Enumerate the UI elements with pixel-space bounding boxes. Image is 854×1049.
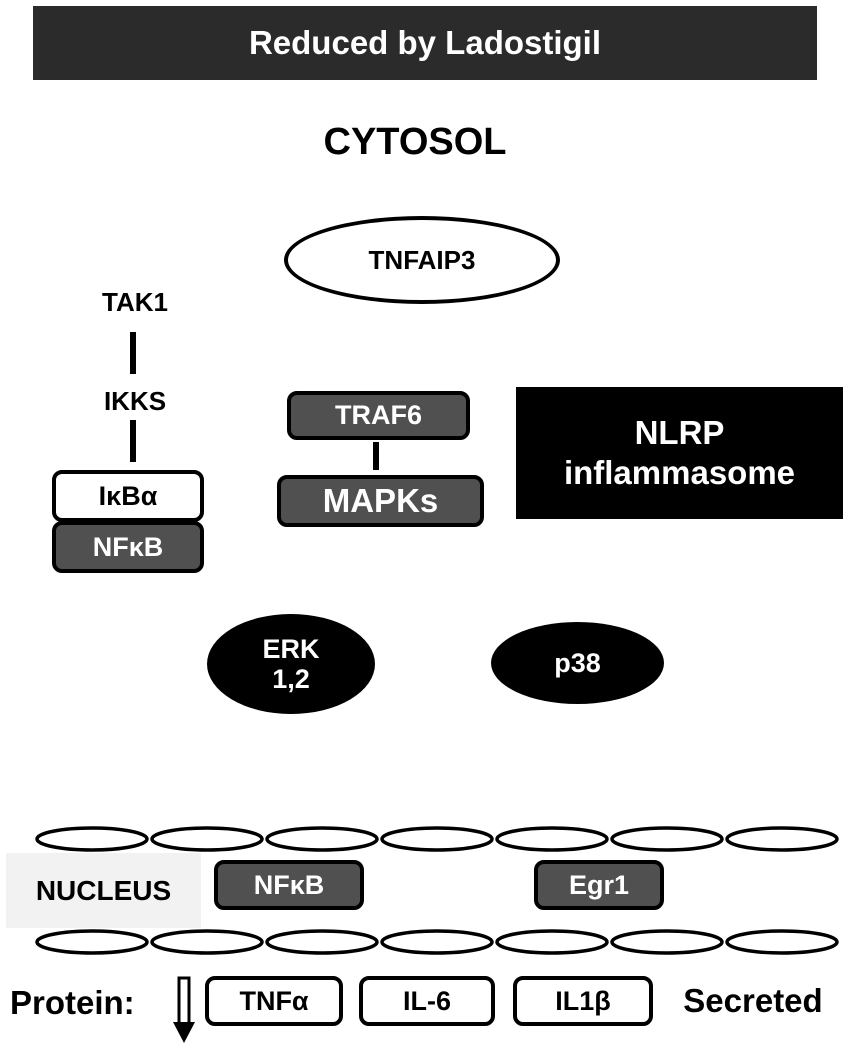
- nfkb-nucleus-label: NFκB: [253, 869, 325, 900]
- ikba-label: IκBα: [98, 480, 158, 511]
- traf6-box: TRAF6: [287, 391, 470, 440]
- nlrp-label-line2: inflammasome: [563, 454, 796, 491]
- down-arrow-icon: [173, 976, 195, 1043]
- protein-label: Protein:: [10, 984, 135, 1021]
- egr1-box: Egr1: [534, 860, 664, 910]
- erk-label-line1: ERK: [262, 634, 320, 664]
- nfkb-cytosol-label: NFκB: [92, 531, 164, 562]
- nucleus-label: NUCLEUS: [35, 874, 172, 906]
- traf6-mapks-connector: [373, 442, 379, 470]
- nfkb-cytosol-box: NFκB: [52, 521, 204, 573]
- title-banner: Reduced by Ladostigil: [33, 6, 817, 80]
- nucleus-label-area: NUCLEUS: [6, 853, 201, 928]
- cytosol-heading: CYTOSOL: [323, 120, 507, 163]
- ikba-box: IκBα: [52, 470, 204, 522]
- erk-label-line2: 1,2: [272, 664, 310, 694]
- secreted-label: Secreted: [683, 982, 823, 1019]
- mapks-label: MAPKs: [322, 482, 439, 519]
- tnfa-box: TNFα: [205, 976, 343, 1026]
- erk-node: ERK 1,2: [207, 614, 375, 714]
- banner-title: Reduced by Ladostigil: [248, 24, 602, 61]
- nlrp-inflammasome-box: NLRP inflammasome: [516, 387, 843, 519]
- mapks-box: MAPKs: [277, 475, 484, 527]
- il1b-box: IL1β: [513, 976, 653, 1026]
- egr1-label: Egr1: [568, 869, 630, 900]
- tnfa-label: TNFα: [239, 985, 309, 1016]
- nlrp-label-line1: NLRP: [634, 414, 725, 451]
- il1b-label: IL1β: [555, 985, 611, 1016]
- tak1-ikks-connector: [130, 332, 136, 374]
- il6-box: IL-6: [359, 976, 495, 1026]
- nuclear-membrane-top: [35, 826, 839, 852]
- tnfaip3-node: TNFAIP3: [284, 216, 560, 304]
- tak1-label: TAK1: [102, 286, 168, 317]
- p38-node: p38: [491, 622, 664, 704]
- tnfaip3-label: TNFAIP3: [368, 244, 476, 275]
- traf6-label: TRAF6: [335, 400, 422, 430]
- nfkb-nucleus-box: NFκB: [214, 860, 364, 910]
- p38-label: p38: [554, 647, 601, 678]
- ikks-ikba-connector: [130, 420, 136, 462]
- ikks-label: IKKS: [103, 385, 167, 416]
- il6-label: IL-6: [402, 985, 451, 1016]
- nuclear-membrane-bottom: [35, 929, 839, 955]
